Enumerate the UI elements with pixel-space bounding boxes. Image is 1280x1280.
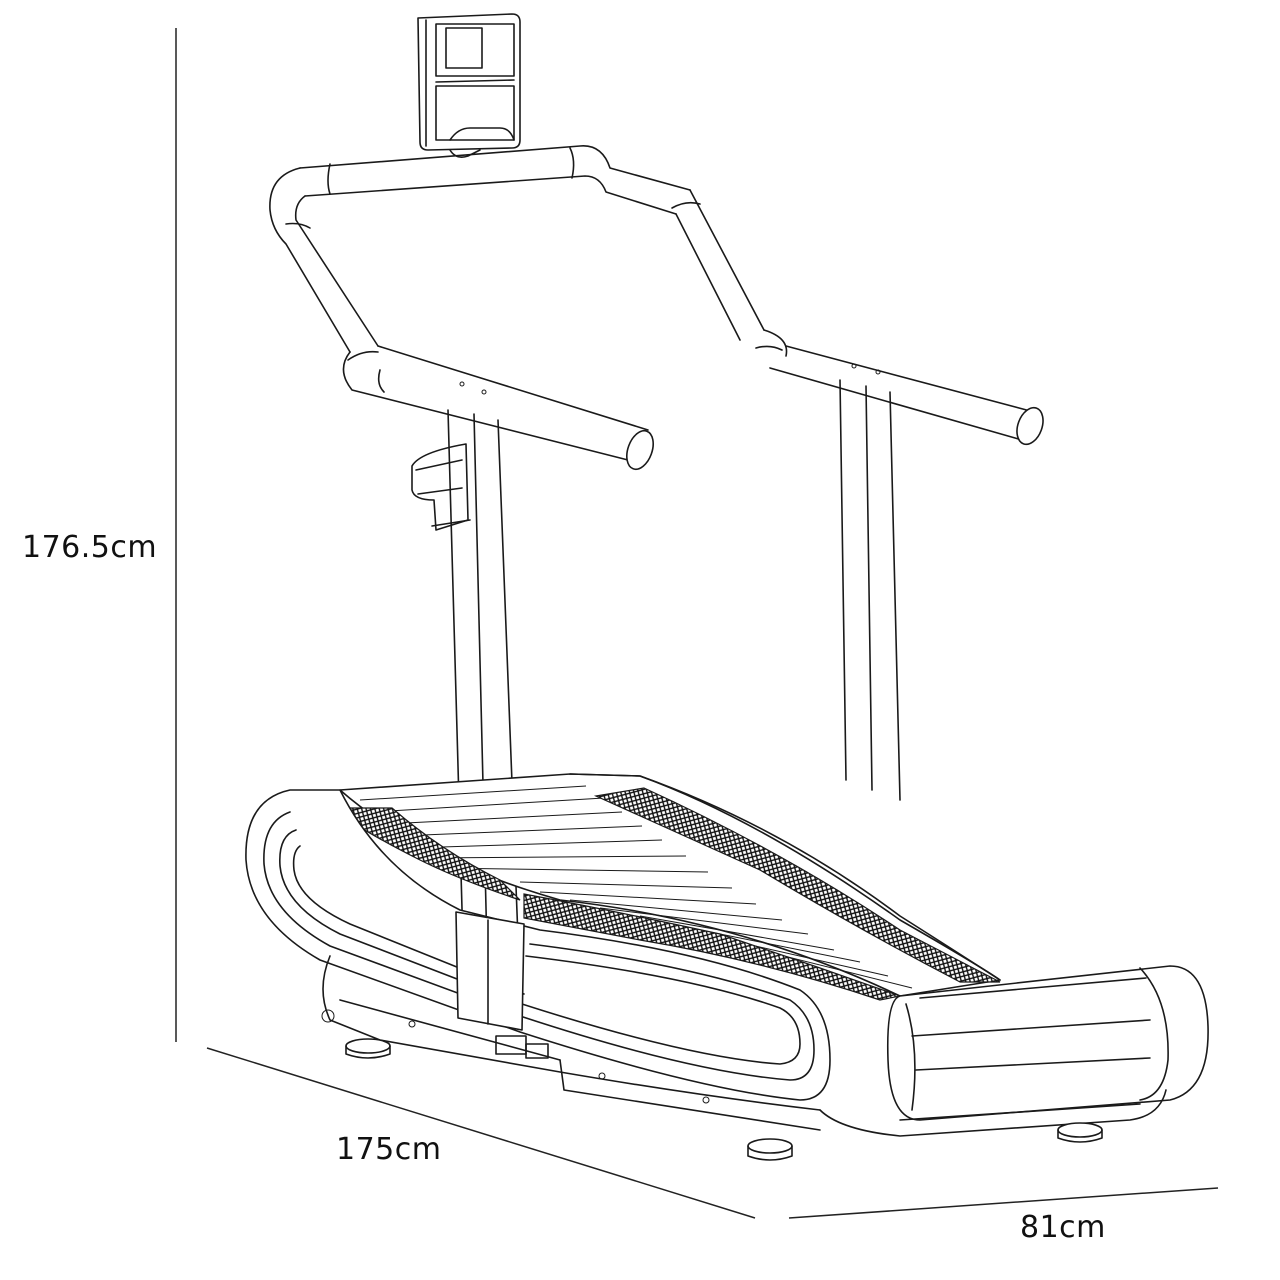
upright-posts — [447, 379, 901, 991]
height-dimension-label: 176.5cm — [22, 530, 158, 565]
base-frame — [321, 955, 1167, 1137]
left-mesh-band-front — [523, 893, 903, 1001]
curved-running-deck — [330, 773, 1001, 1001]
width-dimension-line — [788, 1187, 1219, 1219]
dimension-lines — [175, 28, 1219, 1219]
leveling-feet — [345, 1038, 1103, 1161]
deck-slats — [359, 785, 913, 989]
side-rails — [245, 789, 1209, 1121]
left-mesh-band — [330, 807, 521, 901]
console-display — [417, 13, 521, 158]
handlebar — [269, 145, 1044, 471]
length-dimension-label: 175cm — [336, 1132, 442, 1167]
width-dimension-label: 81cm — [1020, 1210, 1106, 1245]
cup-holder — [411, 443, 471, 531]
right-mesh-band — [593, 787, 1001, 983]
length-dimension-line — [206, 1047, 756, 1219]
